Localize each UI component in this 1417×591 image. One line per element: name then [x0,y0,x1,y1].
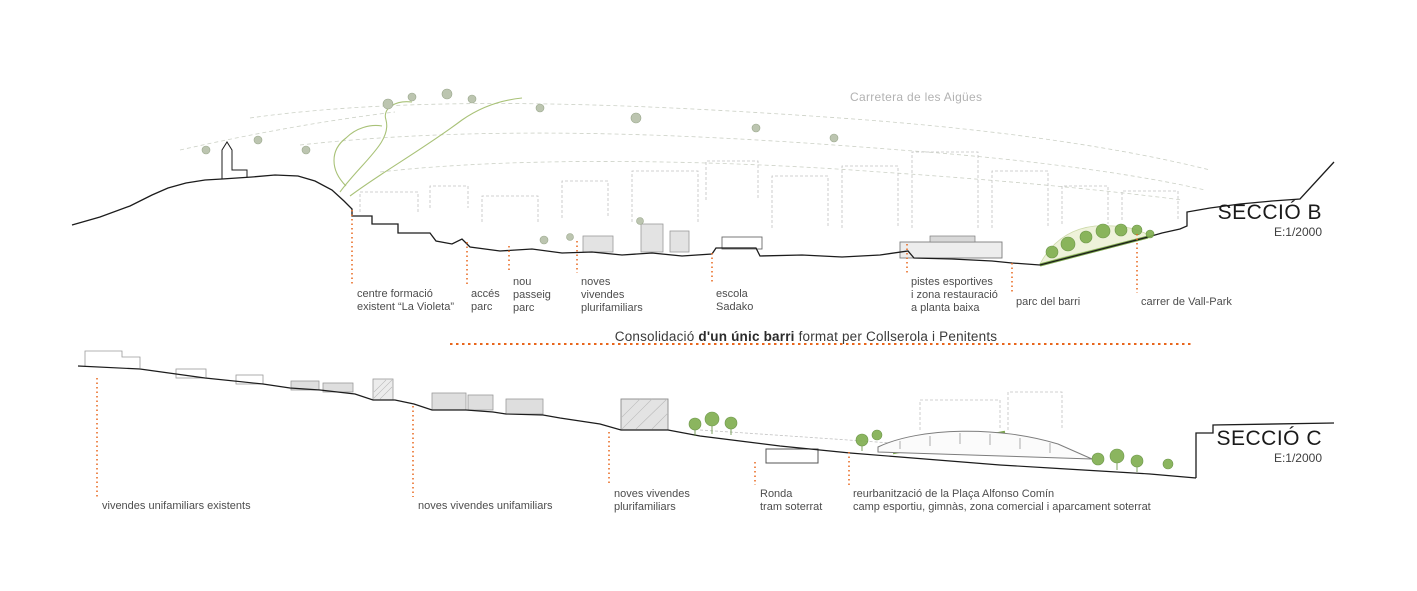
label-nou-passeig-parc: nou passeig parc [513,276,551,314]
label-centre-formacio: centre formació existent “La Violeta” [357,288,455,313]
section-c-drawing [77,350,1335,497]
label-carrer-de-vall-park: carrer de Vall-Park [1141,296,1232,308]
leader-lines-b [351,210,1138,293]
hill-trees [201,88,839,245]
section-c-title: SECCIÓ C [1216,427,1322,450]
terrain-profile-b [71,161,1335,266]
label-parc-del-barri: parc del barri [1016,296,1081,308]
section-b-scale: E:1/2000 [1273,225,1322,240]
label-noves-vivendes-unifamiliars: noves vivendes unifamiliars [418,500,553,512]
hatched-buildings [372,378,669,431]
terrain-profile-c [77,365,1197,479]
banner-prefix: Consolidació [614,329,699,344]
valley-buildings [582,223,690,253]
park-trees [1045,223,1155,259]
label-vivendes-unifamiliars-existents: vivendes unifamiliars existents [102,500,251,512]
section-b-title: SECCIÓ B [1217,201,1322,224]
leader-lines-c [96,378,850,497]
ronda-tunnel-box [765,448,819,464]
section-c-scale: E:1/2000 [1273,451,1322,466]
label-pistes-esportives: pistes esportives i zona restauració a p… [911,276,998,314]
hill-paths [333,97,523,197]
tree-trunks [694,426,1138,472]
background-buildings [359,151,1179,228]
right-block-profile [1195,422,1335,478]
label-noves-vivendes-plurifamiliars-c: noves vivendes plurifamiliars [614,488,690,513]
label-escola-sadako: escola Sadako [716,288,754,313]
section-b-drawing [71,88,1335,293]
section-c-title-block: SECCIÓ C E:1/2000 [1216,427,1322,466]
new-houses [290,380,544,415]
section-b-title-block: SECCIÓ B E:1/2000 [1217,201,1322,240]
label-ronda-tram-soterrat: Ronda tram soterrat [760,488,823,513]
label-noves-vivendes-plurifamiliars-b: noves vivendes plurifamiliars [581,276,643,314]
banner-suffix: format per Collserola i Penitents [794,329,998,344]
label-acces-parc: accés parc [471,288,500,313]
banner-bold: d'un únic barri [698,329,795,344]
contour-lines [179,103,1211,201]
label-reurbanitzacio-placa: reurbanització de la Plaça Alfonso Comín… [853,488,1151,513]
background-outlines-c [699,391,1063,457]
road-label: Carretera de les Aigües [850,90,983,104]
consolidation-banner: Consolidació d'un únic barri format per … [615,329,998,344]
school-and-sports-buildings [721,235,1003,259]
placa-complex [877,430,1093,460]
ridge-tower [221,141,248,179]
